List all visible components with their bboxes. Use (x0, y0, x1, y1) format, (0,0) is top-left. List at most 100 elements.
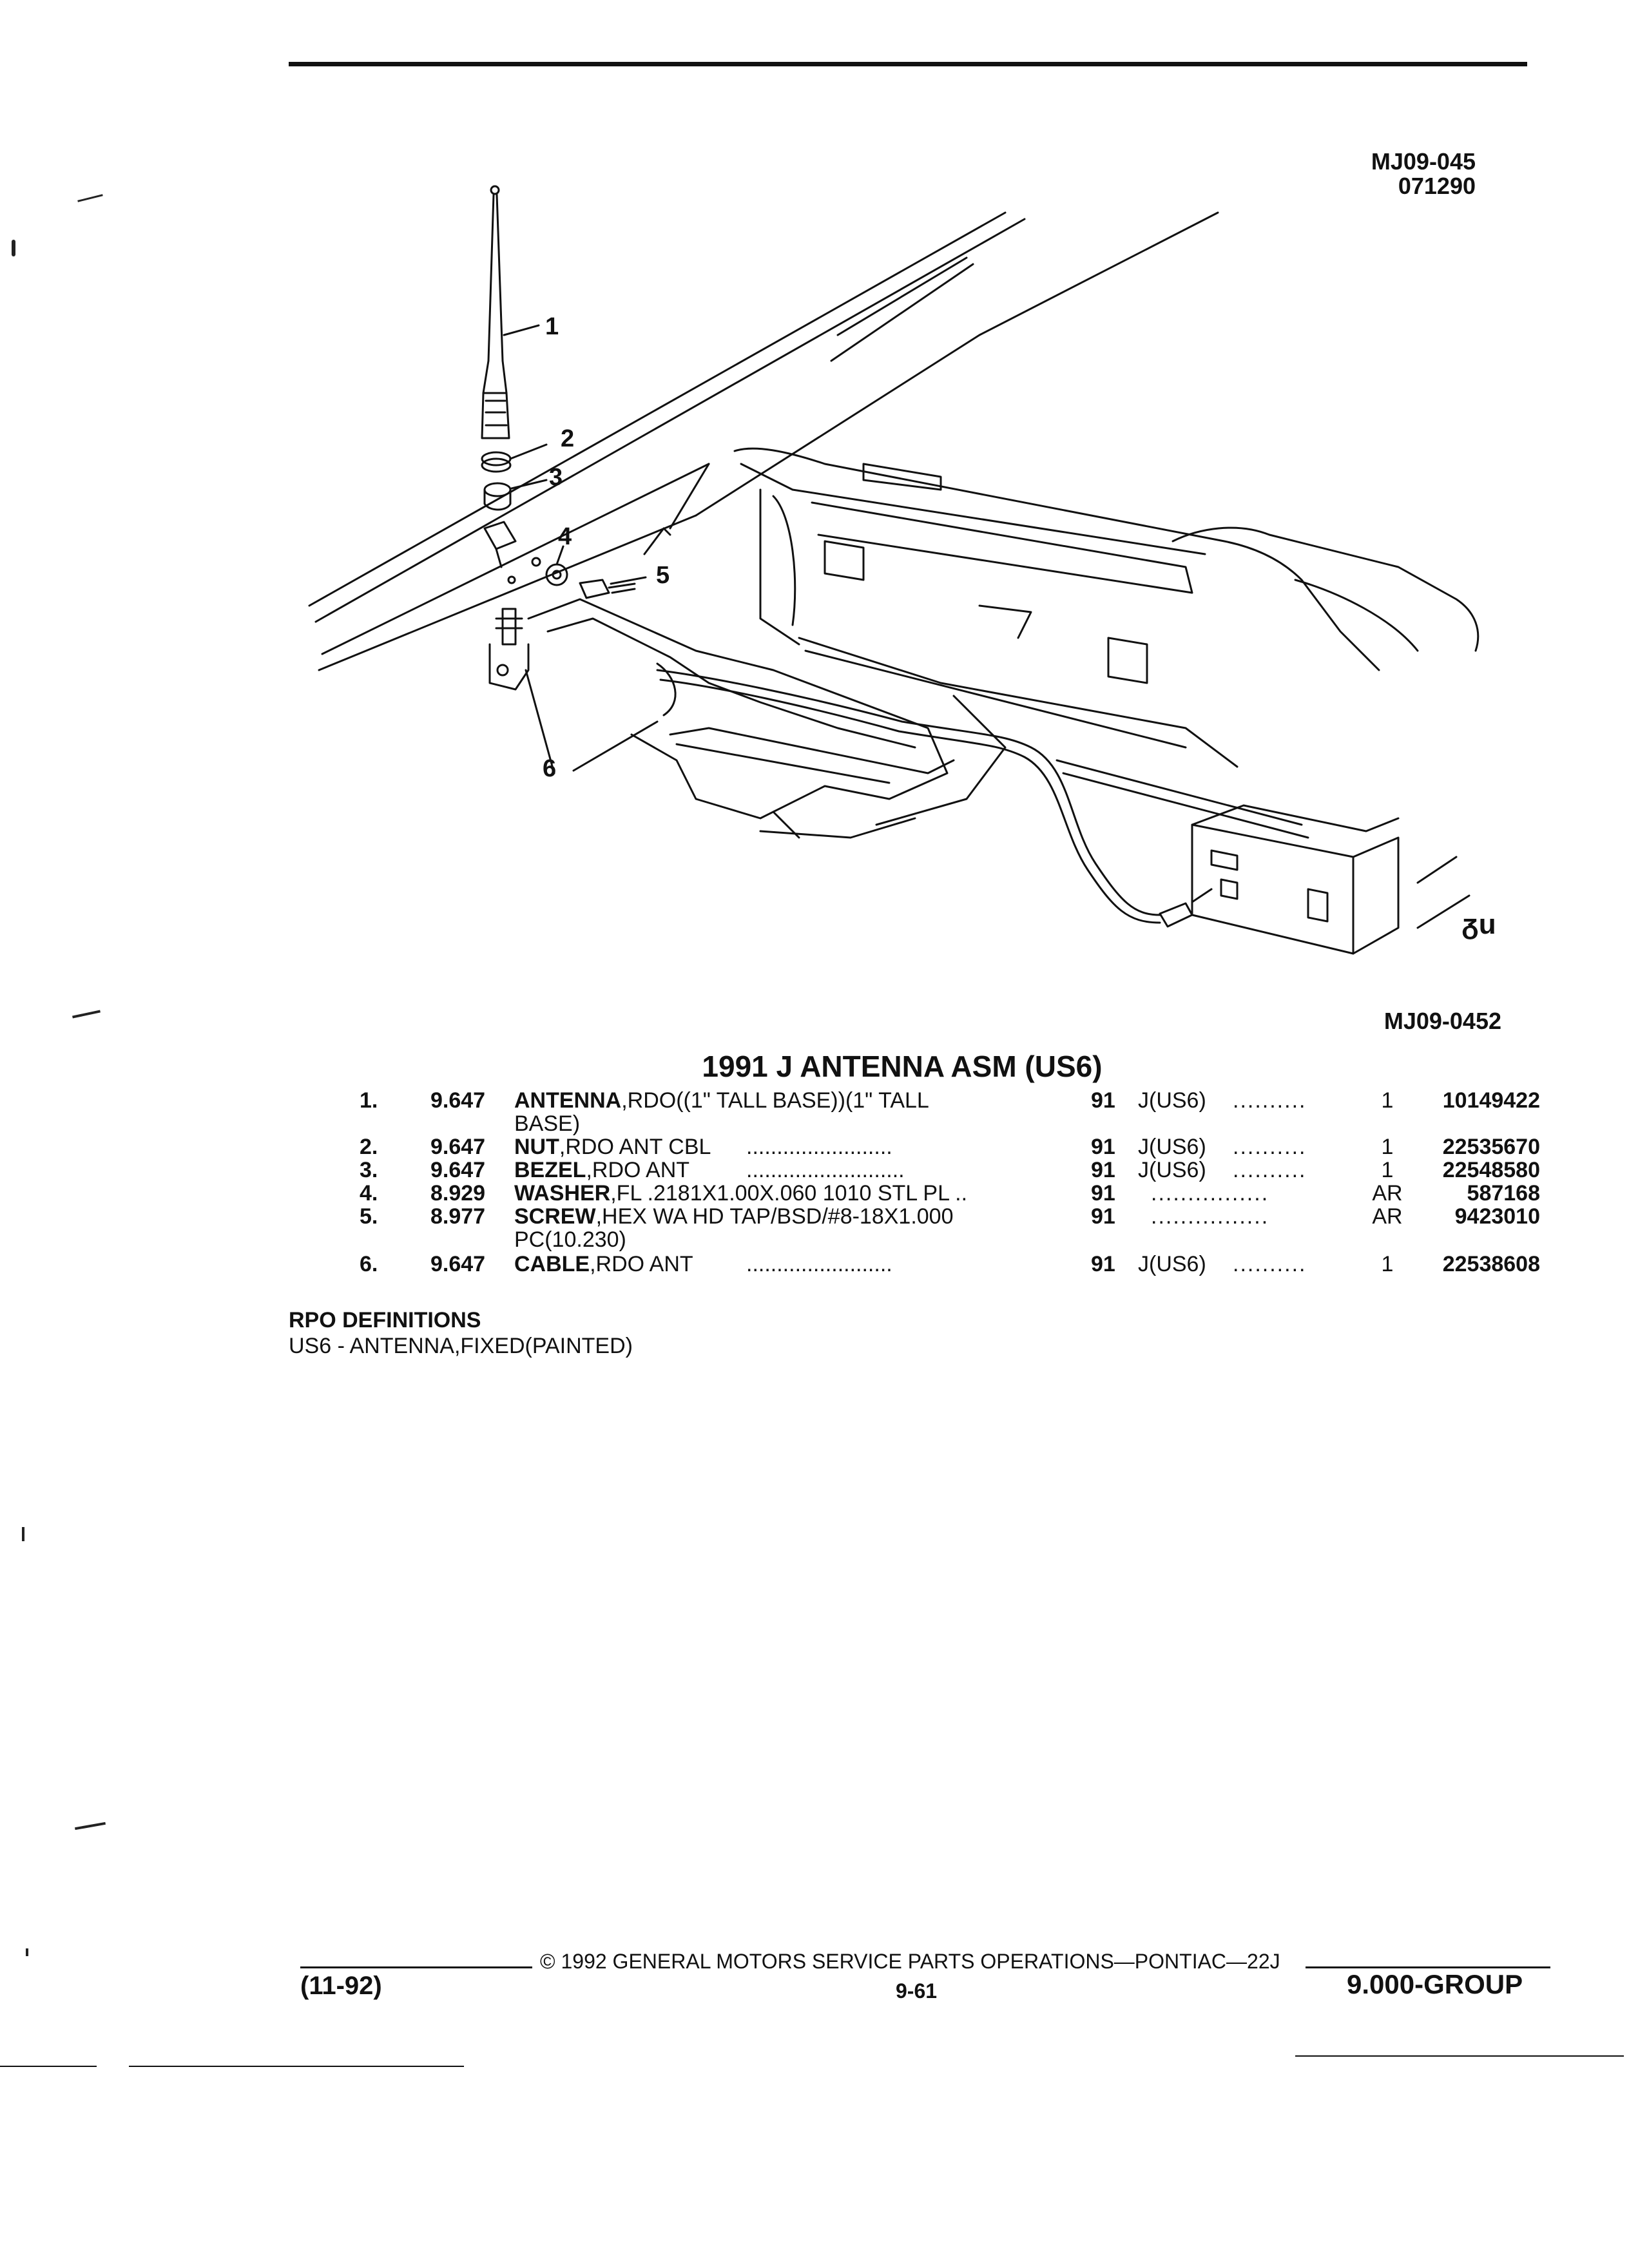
part-name: CABLE (514, 1252, 590, 1276)
bottom-edge-rule (129, 2066, 464, 2067)
group-number: 8.929 (430, 1181, 486, 1206)
part-number: 22548580 (1442, 1158, 1540, 1182)
callout-6: 6 (543, 755, 557, 782)
fender-outline (308, 211, 1219, 671)
quantity: 1 (1381, 1158, 1394, 1182)
application: J(US6) (1138, 1252, 1206, 1276)
scan-mark (26, 1948, 28, 1956)
dot-leader: .......... (1233, 1135, 1307, 1158)
item-number: 3. (360, 1158, 378, 1182)
model-year: 91 (1091, 1158, 1115, 1182)
antenna-base-connector (488, 608, 530, 691)
part-spec: ,FL .2181X1.00X.060 1010 STL PL .. (610, 1181, 968, 1206)
item-number: 4. (360, 1181, 378, 1206)
part-spec: ,HEX WA HD TAP/BSD/#8-18X1.000 (595, 1204, 954, 1229)
scan-mark (72, 1010, 101, 1019)
footer-rule-left (300, 1966, 532, 1968)
part-name: BEZEL (514, 1158, 586, 1182)
part-spec-continued: PC(10.230) (514, 1227, 626, 1252)
group-number: 9.647 (430, 1135, 486, 1159)
scan-mark (75, 1821, 106, 1831)
part-number: 587168 (1467, 1181, 1540, 1206)
group-number: 9.647 (430, 1252, 486, 1276)
callout-1: 1 (545, 313, 559, 340)
model-year: 91 (1091, 1088, 1115, 1113)
quantity: AR (1372, 1181, 1403, 1206)
callout-2: 2 (561, 425, 575, 452)
figure-code: MJ09-0452 (1383, 1008, 1501, 1034)
antenna-nut-bezel (481, 451, 517, 568)
bottom-edge-rule (0, 2066, 97, 2067)
description-leader: .......................... (746, 1158, 905, 1182)
item-number: 5. (360, 1204, 378, 1229)
antenna-cable (656, 669, 1213, 928)
top-rule (289, 62, 1527, 66)
model-year: 91 (1091, 1252, 1115, 1276)
dot-leader: ................ (1151, 1205, 1269, 1228)
group-number: 8.977 (430, 1204, 486, 1229)
group-number: 9.647 (430, 1088, 486, 1113)
quantity: AR (1372, 1204, 1403, 1229)
dot-leader: ................ (1151, 1182, 1269, 1205)
part-number: 9423010 (1454, 1204, 1540, 1229)
part-spec: ,RDO ANT (590, 1252, 693, 1276)
part-spec: ,RDO ANT (586, 1158, 690, 1182)
description-leader: ........................ (746, 1253, 892, 1276)
part-number: 22535670 (1442, 1135, 1540, 1159)
figure-ref-date: 071290 (1398, 173, 1476, 199)
part-spec: ,RDO ANT CBL (559, 1135, 711, 1159)
part-spec-continued: BASE) (514, 1111, 581, 1136)
cable-bracket (527, 598, 1007, 839)
bottom-edge-rule (1295, 2055, 1624, 2057)
part-spec: ,RDO((1" TALL BASE))(1" TALL (621, 1088, 929, 1113)
footer-rule-right (1306, 1966, 1550, 1968)
rpo-definitions-title: RPO DEFINITIONS (289, 1308, 481, 1332)
dot-leader: .......... (1233, 1158, 1307, 1182)
scan-mark (22, 1527, 24, 1541)
footer-date: (11-92) (300, 1972, 382, 2000)
part-description: CABLE,RDO ANT (514, 1253, 1043, 1276)
publisher-logo-mark: ᵹu (1461, 908, 1496, 940)
application: J(US6) (1138, 1088, 1206, 1113)
model-year: 91 (1091, 1135, 1115, 1159)
part-description: ANTENNA,RDO((1" TALL BASE))(1" TALL BASE) (514, 1089, 1043, 1135)
footer-page-number: 9-61 (896, 1979, 938, 2003)
callout-5: 5 (656, 562, 670, 589)
washer-screw (507, 557, 636, 599)
antenna-assembly-illustration (308, 185, 1480, 955)
radio-receiver (1191, 804, 1470, 955)
part-number: 22538608 (1442, 1252, 1540, 1276)
dot-leader: .......... (1233, 1089, 1307, 1112)
item-number: 1. (360, 1088, 378, 1113)
quantity: 1 (1381, 1252, 1394, 1276)
part-description: BEZEL,RDO ANT (514, 1158, 1043, 1182)
quantity: 1 (1381, 1088, 1394, 1113)
application: J(US6) (1138, 1135, 1206, 1159)
callout-4: 4 (558, 523, 572, 550)
quantity: 1 (1381, 1135, 1394, 1159)
antenna-mast (481, 185, 510, 439)
item-number: 6. (360, 1252, 378, 1276)
callout-3: 3 (549, 464, 563, 491)
part-name: NUT (514, 1135, 559, 1159)
model-year: 91 (1091, 1181, 1115, 1206)
group-number: 9.647 (430, 1158, 486, 1182)
description-leader: ........................ (746, 1135, 892, 1158)
part-name: ANTENNA (514, 1088, 622, 1113)
callout-leaders (503, 324, 659, 774)
parts-list: 1. 9.647 ANTENNA,RDO((1" TALL BASE))(1" … (0, 1089, 1629, 1295)
figure-ref-number: MJ09-045 (1371, 148, 1476, 175)
section-title: 1991 J ANTENNA ASM (US6) (702, 1050, 1103, 1083)
part-number: 10149422 (1442, 1088, 1540, 1113)
dot-leader: .......... (1233, 1253, 1307, 1276)
scan-mark (77, 194, 103, 202)
footer-copyright: © 1992 GENERAL MOTORS SERVICE PARTS OPER… (540, 1950, 1280, 1973)
engine-bay-outline (733, 447, 1480, 839)
scan-mark (12, 240, 15, 256)
application: J(US6) (1138, 1158, 1206, 1182)
item-number: 2. (360, 1135, 378, 1159)
part-name: WASHER (514, 1181, 611, 1206)
part-description: NUT,RDO ANT CBL (514, 1135, 1043, 1158)
footer-group: 9.000-GROUP (1347, 1969, 1523, 1999)
part-description: WASHER,FL .2181X1.00X.060 1010 STL PL .. (514, 1182, 1043, 1205)
